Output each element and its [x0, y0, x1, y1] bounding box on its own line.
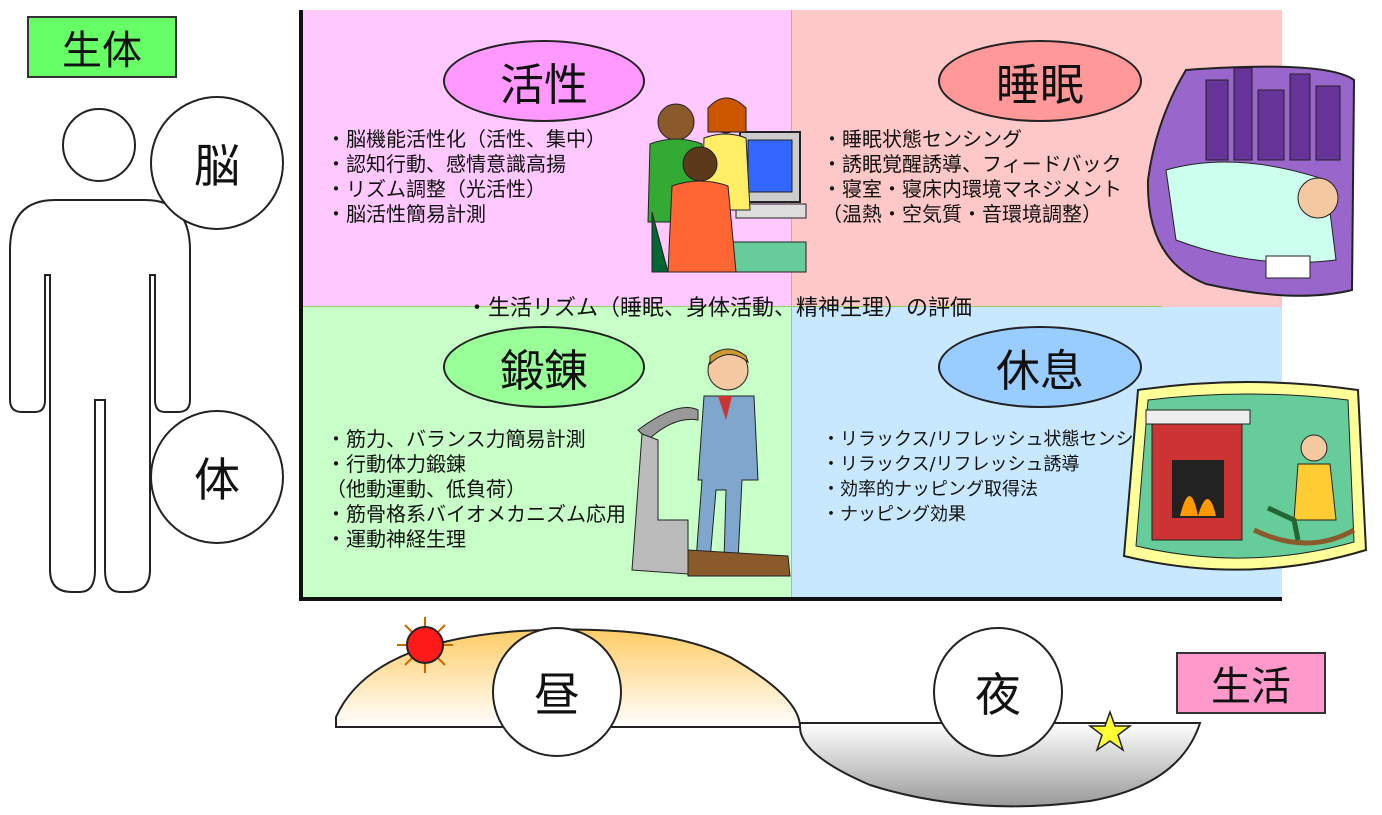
list-item: ・運動神経生理: [326, 527, 466, 551]
night-circle: 夜: [933, 627, 1063, 757]
human-body-icon: [9, 108, 191, 593]
sleep-items: ・睡眠状態センシング ・誘眠覚醒誘導、フィードバック ・寝室・寝床内環境マネジメ…: [822, 127, 1122, 227]
activity-title-oval: 活性: [443, 40, 645, 122]
rest-title: 休息: [996, 346, 1084, 397]
list-item: ・リラックス/リフレッシュ状態センシング: [822, 429, 1170, 450]
rest-items: ・リラックス/リフレッシュ状態センシング ・リラックス/リフレッシュ誘導 ・効率…: [822, 427, 1170, 527]
activity-title: 活性: [500, 60, 588, 111]
list-item: ・リラックス/リフレッシュ誘導: [822, 454, 1080, 475]
exercise-man-image: [631, 348, 791, 577]
center-text: ・生活リズム（睡眠、身体活動、精神生理）の評価: [466, 296, 973, 321]
brain-circle: 脳: [150, 96, 284, 230]
sleeping-bed-image: [1146, 65, 1356, 297]
list-item: ・誘眠覚醒誘導、フィードバック: [822, 152, 1122, 176]
seitai-label: 生体: [27, 16, 177, 78]
list-item: （温熱・空気質・音環境調整）: [822, 202, 1102, 226]
people-computer-image: [647, 97, 807, 273]
list-item: （他動運動、低負荷）: [326, 477, 526, 501]
seikatsu-label: 生活: [1176, 652, 1326, 714]
fireplace-rest-image: [1122, 381, 1368, 571]
list-item: ・認知行動、感情意識高揚: [326, 152, 566, 176]
body-label: 体: [194, 453, 240, 507]
x-axis-line: [299, 597, 1282, 601]
list-item: ・ナッピング効果: [822, 504, 966, 525]
day-circle: 昼: [492, 627, 622, 757]
sun-icon: [397, 617, 453, 673]
sleep-title-oval: 睡眠: [938, 40, 1142, 122]
y-axis-line: [299, 10, 303, 600]
star-icon: [1087, 709, 1133, 752]
activity-items: ・脳機能活性化（活性、集中） ・認知行動、感情意識高揚 ・リズム調整（光活性） …: [326, 127, 606, 227]
vertical-divider: [791, 10, 792, 598]
seikatsu-label-text: 生活: [1211, 664, 1291, 710]
training-title-oval: 鍛錬: [443, 326, 645, 408]
list-item: ・リズム調整（光活性）: [326, 177, 546, 201]
night-label: 夜: [975, 668, 1021, 722]
day-label: 昼: [534, 668, 580, 722]
rest-title-oval: 休息: [938, 326, 1142, 408]
training-items: ・筋力、バランス力簡易計測 ・行動体力鍛錬 （他動運動、低負荷） ・筋骨格系バイ…: [326, 427, 626, 552]
list-item: ・効率的ナッピング取得法: [822, 479, 1038, 500]
list-item: ・脳活性簡易計測: [326, 202, 486, 226]
list-item: ・脳機能活性化（活性、集中）: [326, 127, 606, 151]
brain-label: 脳: [194, 139, 240, 193]
list-item: ・筋力、バランス力簡易計測: [326, 427, 586, 451]
sleep-title: 睡眠: [996, 60, 1084, 111]
list-item: ・睡眠状態センシング: [822, 127, 1022, 151]
seitai-label-text: 生体: [62, 28, 142, 74]
list-item: ・行動体力鍛錬: [326, 452, 466, 476]
body-circle: 体: [150, 410, 284, 544]
list-item: ・寝室・寝床内環境マネジメント: [822, 177, 1122, 201]
horizontal-divider: [302, 306, 1162, 307]
list-item: ・筋骨格系バイオメカニズム応用: [326, 502, 626, 526]
training-title: 鍛錬: [500, 346, 588, 397]
